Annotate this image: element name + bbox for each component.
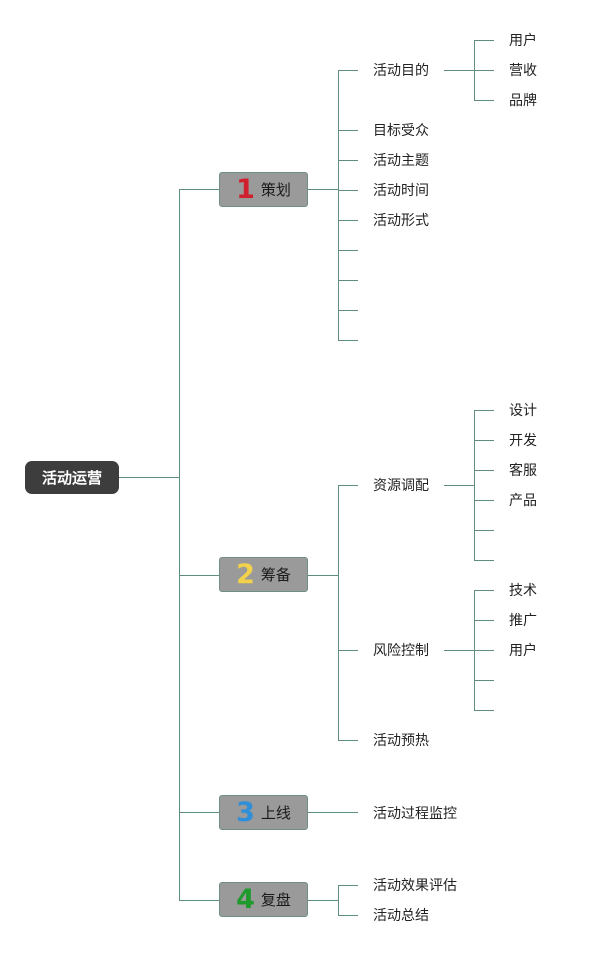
- node-risk-tech[interactable]: 技术: [509, 583, 537, 599]
- root-label: 活动运营: [41, 469, 102, 487]
- phase-label-planning: 策划: [260, 181, 291, 199]
- node-theme[interactable]: 活动主题: [373, 153, 429, 169]
- phase-node-review[interactable]: 4 复盘: [219, 882, 308, 917]
- node-monitoring[interactable]: 活动过程监控: [373, 806, 457, 822]
- node-purpose-user[interactable]: 用户: [509, 33, 537, 49]
- node-resource-dev[interactable]: 开发: [509, 433, 537, 449]
- phase-number-1: 1: [236, 174, 255, 205]
- node-format[interactable]: 活动形式: [373, 213, 429, 229]
- node-resource-product[interactable]: 产品: [509, 493, 537, 509]
- node-target-audience[interactable]: 目标受众: [373, 123, 429, 139]
- node-risk-promo[interactable]: 推广: [509, 613, 537, 629]
- node-risk-user[interactable]: 用户: [509, 643, 537, 659]
- phase-node-launch[interactable]: 3 上线: [219, 795, 308, 830]
- node-purpose-revenue[interactable]: 营收: [509, 63, 537, 79]
- node-resource-support[interactable]: 客服: [509, 463, 537, 479]
- phase-label-launch: 上线: [260, 804, 291, 822]
- phase-node-preparation[interactable]: 2 筹备: [219, 557, 308, 592]
- root-node[interactable]: 活动运营: [25, 461, 119, 494]
- phase-number-4: 4: [236, 884, 255, 915]
- phase-label-preparation: 筹备: [260, 566, 291, 584]
- node-resources[interactable]: 资源调配: [373, 478, 429, 494]
- node-time[interactable]: 活动时间: [373, 183, 429, 199]
- node-summary[interactable]: 活动总结: [373, 908, 429, 924]
- phase-label-review: 复盘: [260, 891, 291, 909]
- phase-number-3: 3: [236, 797, 255, 828]
- node-resource-design[interactable]: 设计: [509, 403, 537, 419]
- node-risk[interactable]: 风险控制: [373, 643, 429, 659]
- node-purpose[interactable]: 活动目的: [373, 63, 429, 79]
- phase-number-2: 2: [236, 559, 255, 590]
- node-evaluation[interactable]: 活动效果评估: [373, 878, 457, 894]
- node-warmup[interactable]: 活动预热: [373, 733, 429, 749]
- phase-node-planning[interactable]: 1 策划: [219, 172, 308, 207]
- node-purpose-brand[interactable]: 品牌: [509, 93, 537, 109]
